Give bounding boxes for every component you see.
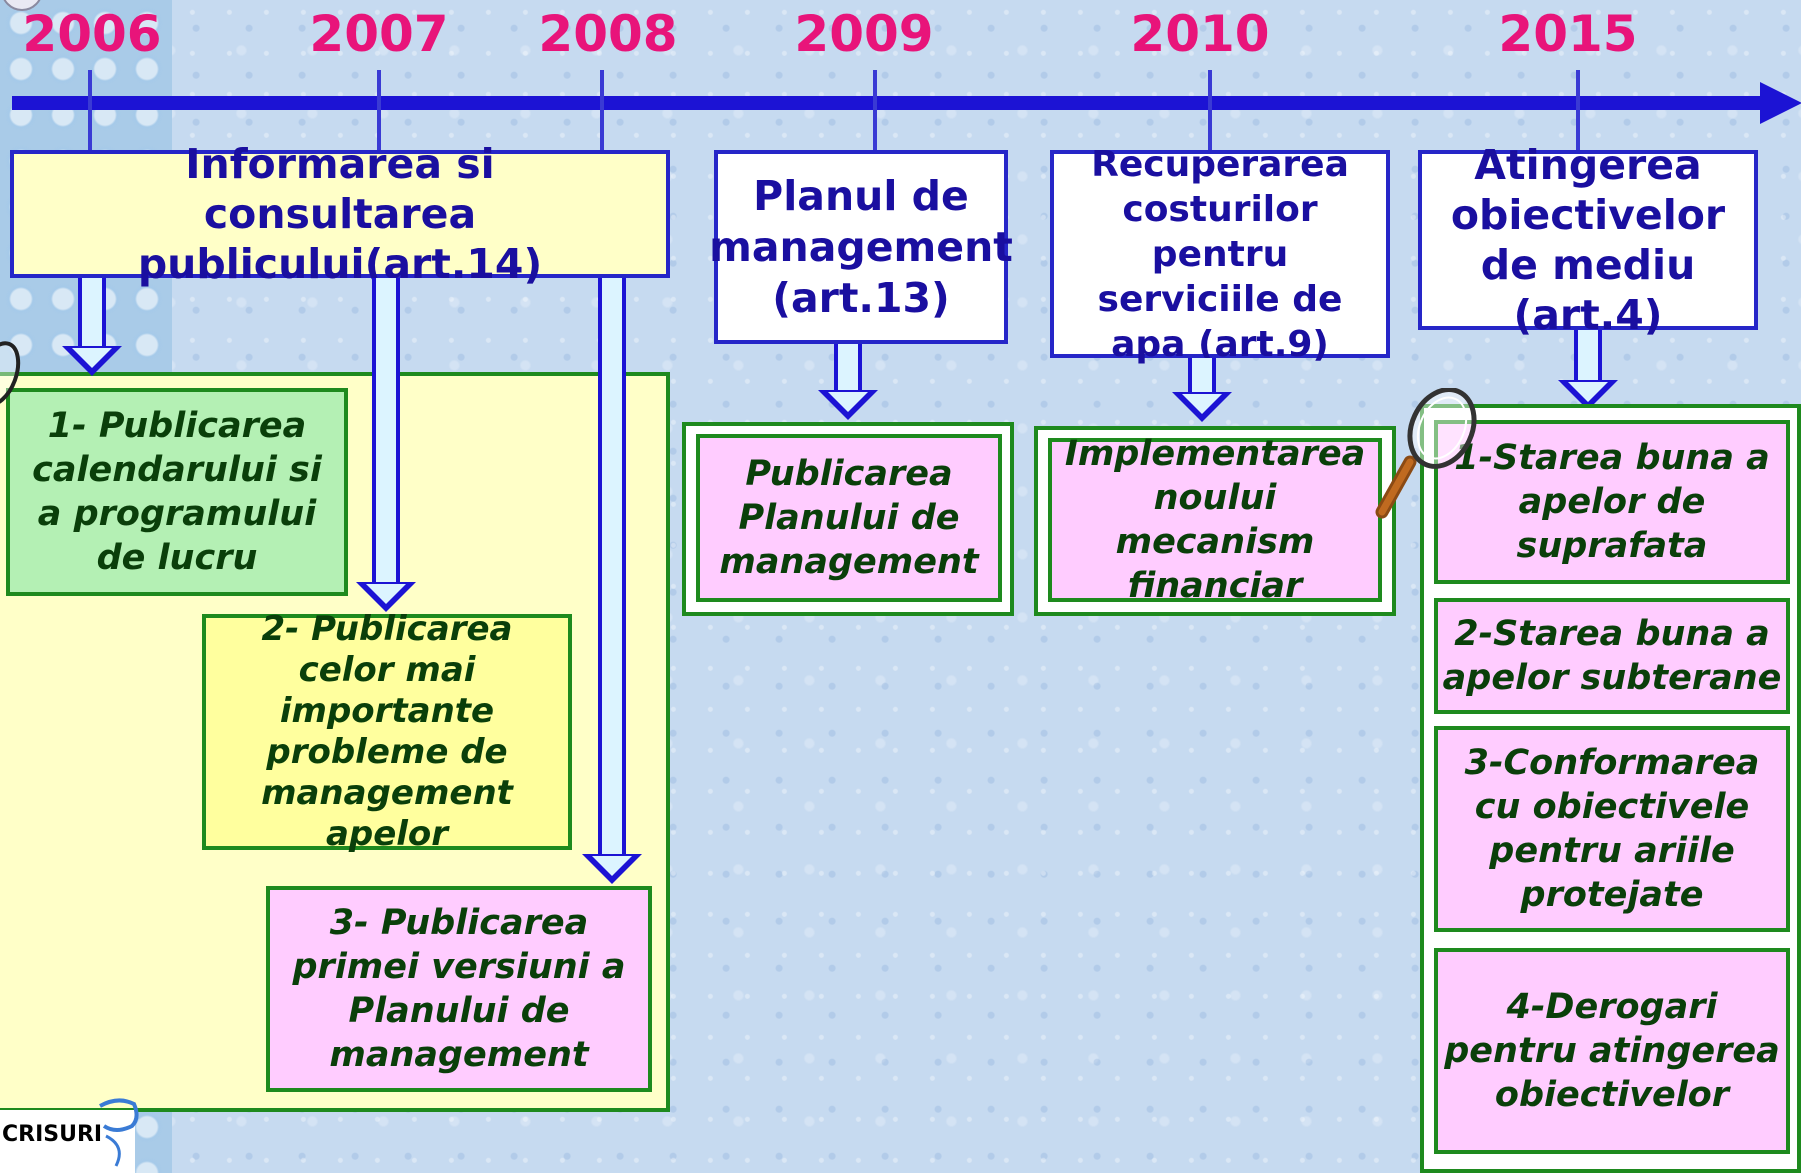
objective-card-groundwater: 2-Starea buna a apelor subterane <box>1434 598 1790 714</box>
year-label-2006: 2006 <box>22 5 162 63</box>
map-outline-icon <box>99 1098 139 1167</box>
arrow-down-inner <box>72 348 112 368</box>
tick-2006 <box>88 70 92 150</box>
arrow-down-inner <box>828 392 868 412</box>
timeline-arrow-head-icon <box>1760 82 1801 124</box>
timeline-axis <box>12 96 1762 110</box>
arrow-shaft-4 <box>834 344 862 392</box>
tick-2009 <box>873 70 877 150</box>
step-card-publish-management-plan: Publicarea Planului de management <box>696 434 1002 602</box>
header-management-plan: Planul de management (art.13) <box>709 150 1013 344</box>
arrow-down-inner <box>592 856 632 876</box>
tick-2010 <box>1208 70 1212 150</box>
objective-card-derogations: 4-Derogari pentru atingerea obiectivelor <box>1434 948 1790 1154</box>
arrow-down-inner <box>1182 394 1222 414</box>
header-env-objectives: Atingerea obiectivelor de mediu (art.4) <box>1418 141 1758 339</box>
arrow-down-inner <box>1568 382 1608 402</box>
step-card-publish-problems: 2- Publicarea celor mai importante probl… <box>202 609 572 854</box>
header-public-info: Informarea si consultarea publicului(art… <box>10 140 670 288</box>
objective-card-surface-water: 1-Starea buna a apelor de suprafata <box>1434 420 1790 584</box>
year-label-2007: 2007 <box>309 5 449 63</box>
arrow-down-inner <box>366 584 406 604</box>
arrow-shaft-5 <box>1188 358 1216 394</box>
arrow-shaft-2 <box>372 278 400 584</box>
logo-globe-icon <box>3 0 41 11</box>
crisuri-logo-text: CRISURI <box>2 1122 103 1147</box>
tick-2007 <box>377 70 381 150</box>
tick-2015 <box>1576 70 1580 150</box>
magnifier-icon <box>1375 388 1477 519</box>
year-label-2008: 2008 <box>538 5 678 63</box>
magnifier-icon <box>0 341 21 407</box>
step-card-publish-calendar: 1- Publicarea calendarului si a programu… <box>6 388 348 596</box>
step-card-publish-draft-plan: 3- Publicarea primei versiuni a Planului… <box>266 886 652 1092</box>
arrow-shaft-3 <box>598 278 626 856</box>
step-card-financial-mechanism: Implementarea noului mecanism financiar <box>1048 434 1382 606</box>
year-label-2009: 2009 <box>794 5 934 63</box>
header-cost-recovery: Recuperarea costurilor pentru serviciile… <box>1050 144 1390 365</box>
objective-card-protected-areas: 3-Conformarea cu obiectivele pentru arii… <box>1434 726 1790 932</box>
tick-2008 <box>600 70 604 150</box>
year-label-2015: 2015 <box>1498 5 1638 63</box>
arrow-shaft-1 <box>78 278 106 348</box>
arrow-shaft-6 <box>1574 330 1602 382</box>
year-label-2010: 2010 <box>1130 5 1270 63</box>
